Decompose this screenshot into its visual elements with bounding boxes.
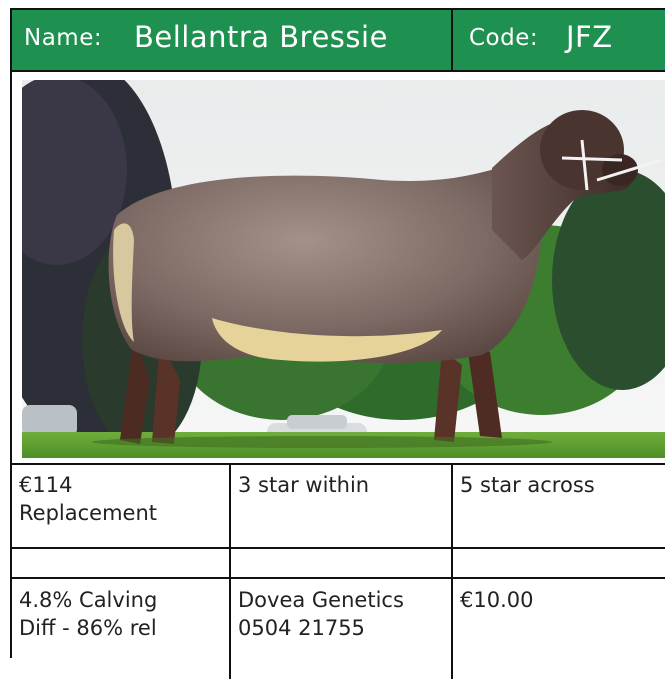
empty-cell bbox=[453, 549, 665, 577]
replacement-label: Replacement bbox=[19, 501, 157, 525]
calving-difficulty-cell: 4.8% Calving Diff - 86% rel bbox=[12, 579, 231, 679]
info-row: 4.8% Calving Diff - 86% rel Dovea Geneti… bbox=[12, 579, 665, 679]
photo-frame bbox=[12, 72, 665, 465]
supplier-name: Dovea Genetics bbox=[238, 588, 404, 612]
replacement-value: €114 bbox=[19, 473, 73, 497]
bull-photo bbox=[22, 80, 665, 458]
name-cell: Name: Bellantra Bressie bbox=[12, 10, 453, 70]
info-row-empty bbox=[12, 549, 665, 579]
calving-reliability: Diff - 86% rel bbox=[19, 616, 157, 640]
supplier-cell: Dovea Genetics 0504 21755 bbox=[231, 579, 453, 679]
card-header: Name: Bellantra Bressie Code: JFZ bbox=[12, 10, 665, 72]
name-label: Name: bbox=[24, 25, 103, 51]
price-cell: €10.00 bbox=[460, 588, 534, 612]
bull-card: Name: Bellantra Bressie Code: JFZ bbox=[10, 8, 665, 679]
calving-value: 4.8% Calving bbox=[19, 588, 158, 612]
replacement-index-cell: €114 Replacement bbox=[12, 465, 231, 547]
info-grid: €114 Replacement 3 star within 5 star ac… bbox=[12, 465, 665, 679]
code-label: Code: bbox=[469, 25, 539, 51]
code-cell: Code: JFZ bbox=[453, 10, 665, 70]
info-row: €114 Replacement 3 star within 5 star ac… bbox=[12, 465, 665, 549]
code-value: JFZ bbox=[566, 20, 613, 54]
empty-cell bbox=[231, 549, 453, 577]
empty-cell bbox=[12, 549, 231, 577]
supplier-phone: 0504 21755 bbox=[238, 616, 365, 640]
name-value: Bellantra Bressie bbox=[134, 20, 388, 54]
star-within-cell: 3 star within bbox=[231, 465, 453, 547]
star-across-cell: 5 star across bbox=[460, 473, 595, 497]
